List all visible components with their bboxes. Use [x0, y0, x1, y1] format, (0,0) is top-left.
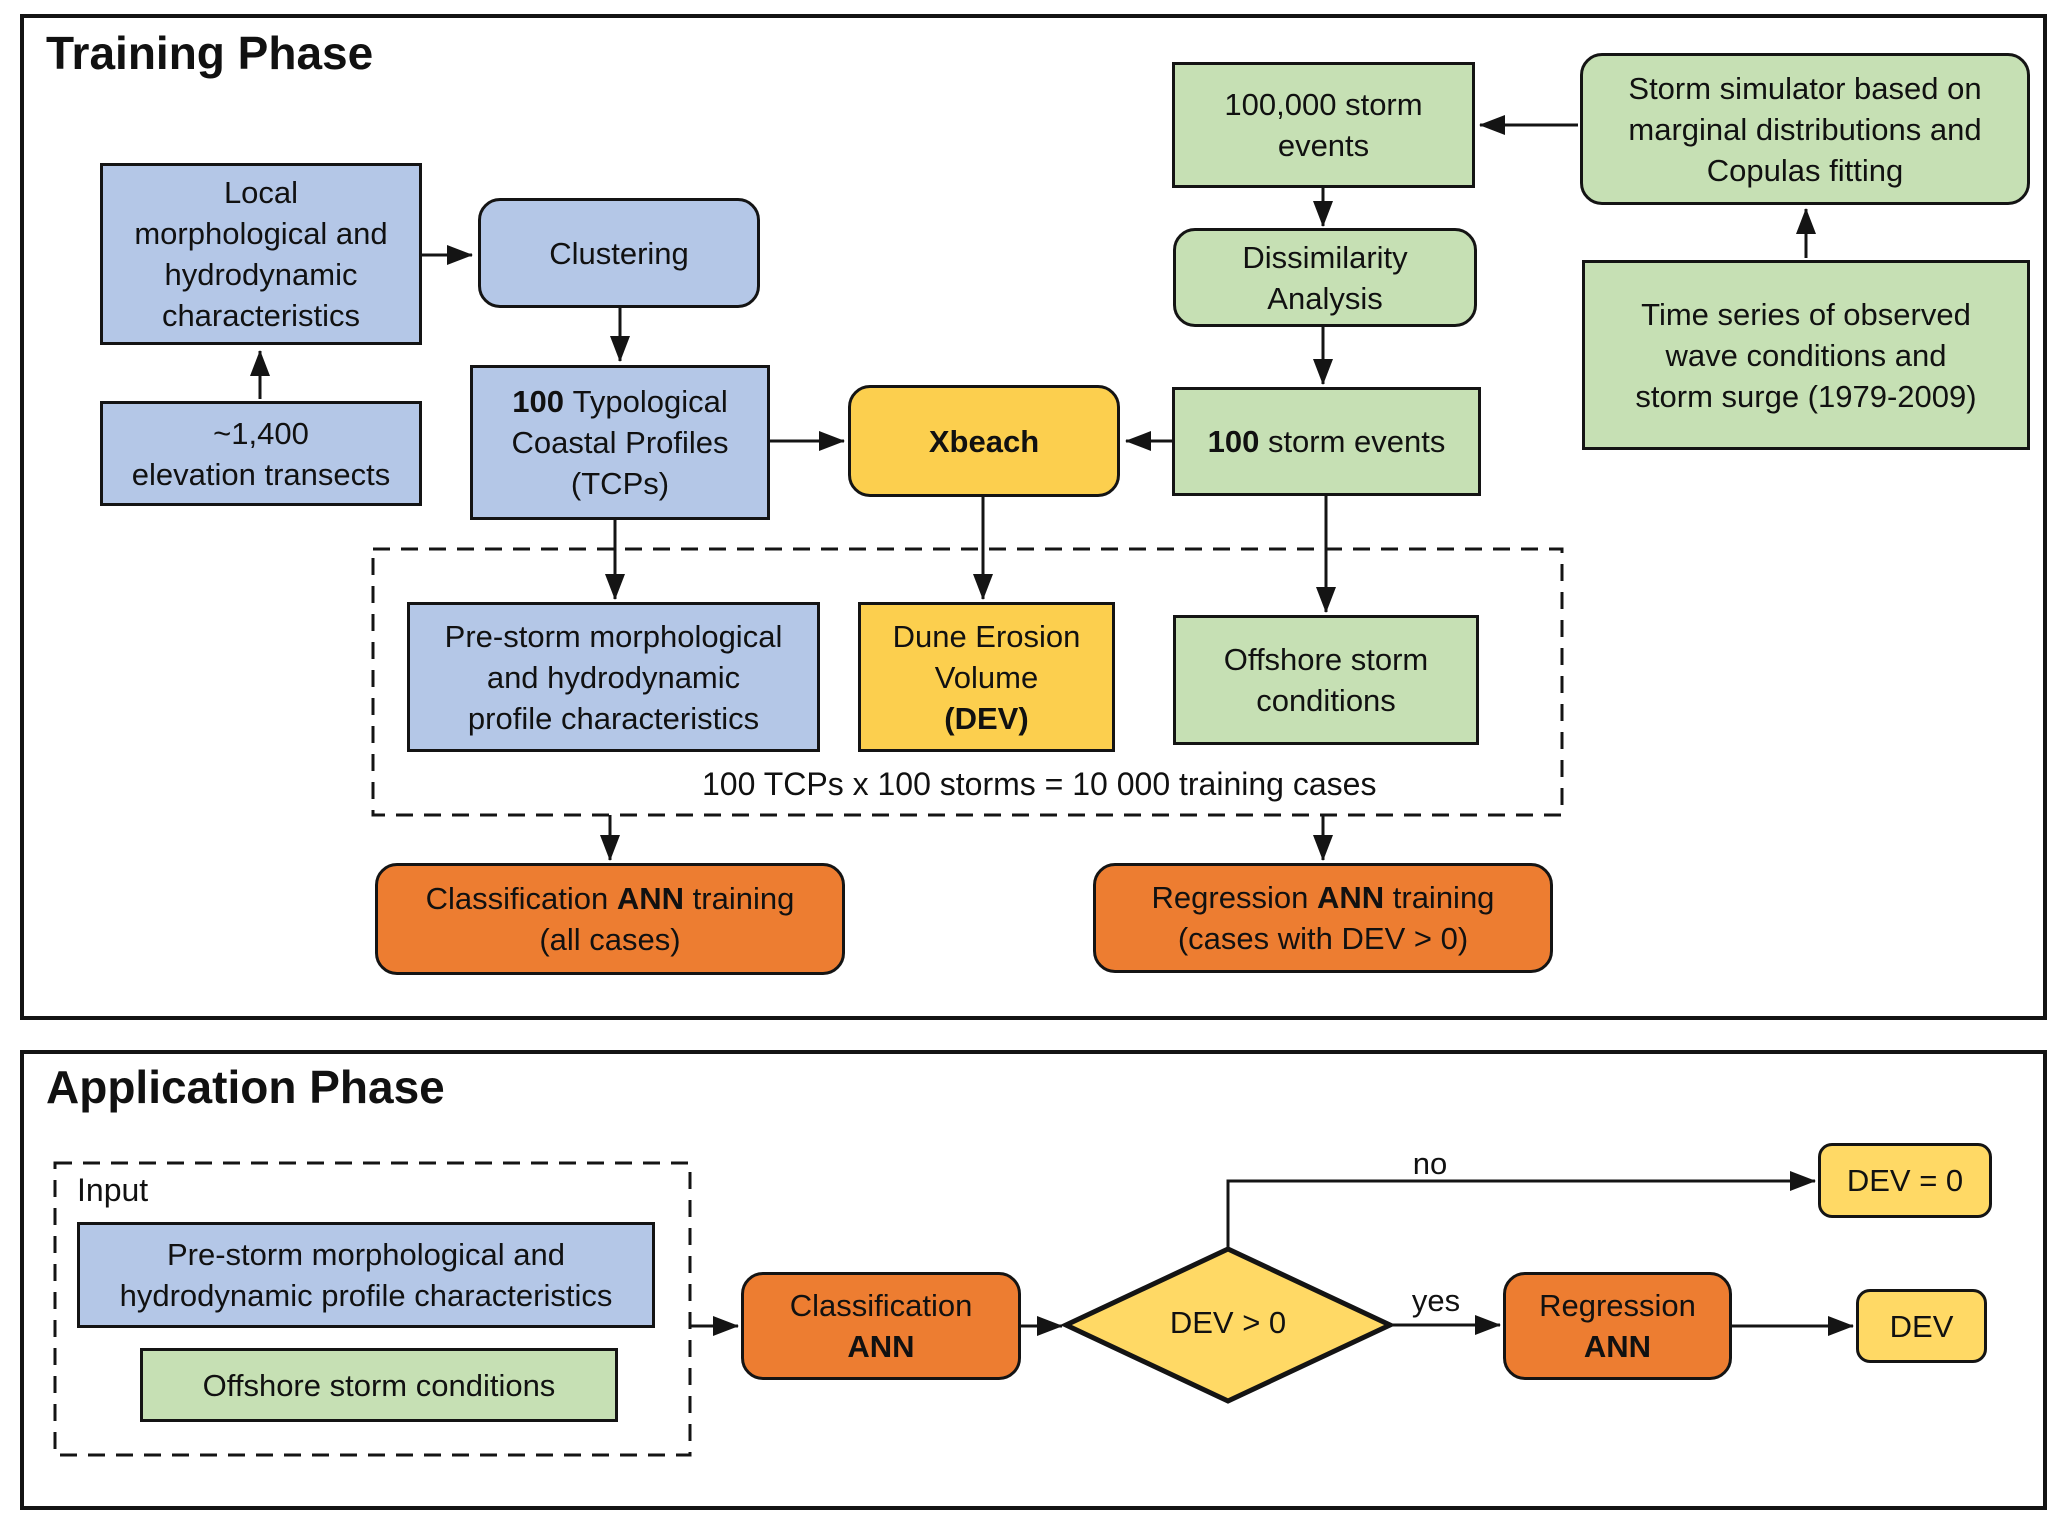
dev-zero-box: DEV = 0 — [1818, 1143, 1992, 1218]
clustering-box: Clustering — [478, 198, 760, 308]
classification-ann-training-box: Classification ANN training(all cases) — [375, 863, 845, 975]
decision-label: DEV > 0 — [1169, 1305, 1287, 1340]
input-label: Input — [77, 1172, 149, 1208]
xbeach-box: Xbeach — [848, 385, 1120, 497]
training-phase-title: Training Phase — [46, 27, 374, 79]
application-phase-title: Application Phase — [46, 1061, 445, 1113]
branch-no-label: no — [1412, 1146, 1448, 1181]
app-offshore-conditions-box: Offshore storm conditions — [140, 1348, 618, 1422]
dev-box: DEV — [1856, 1289, 1987, 1363]
storm-100-box: 100 storm events — [1172, 387, 1481, 496]
dev-zero-label: DEV = 0 — [1846, 1163, 1964, 1198]
dev-label: DEV — [1889, 1308, 1954, 1344]
training-phase-section — [20, 14, 2047, 1020]
application-phase-section — [20, 1050, 2047, 1510]
regression-ann-training-box: Regression ANN training(cases with DEV >… — [1093, 863, 1553, 973]
training-cases-caption: 100 TCPs x 100 storms = 10 000 training … — [702, 766, 1377, 802]
branch-yes-label: yes — [1411, 1283, 1461, 1318]
